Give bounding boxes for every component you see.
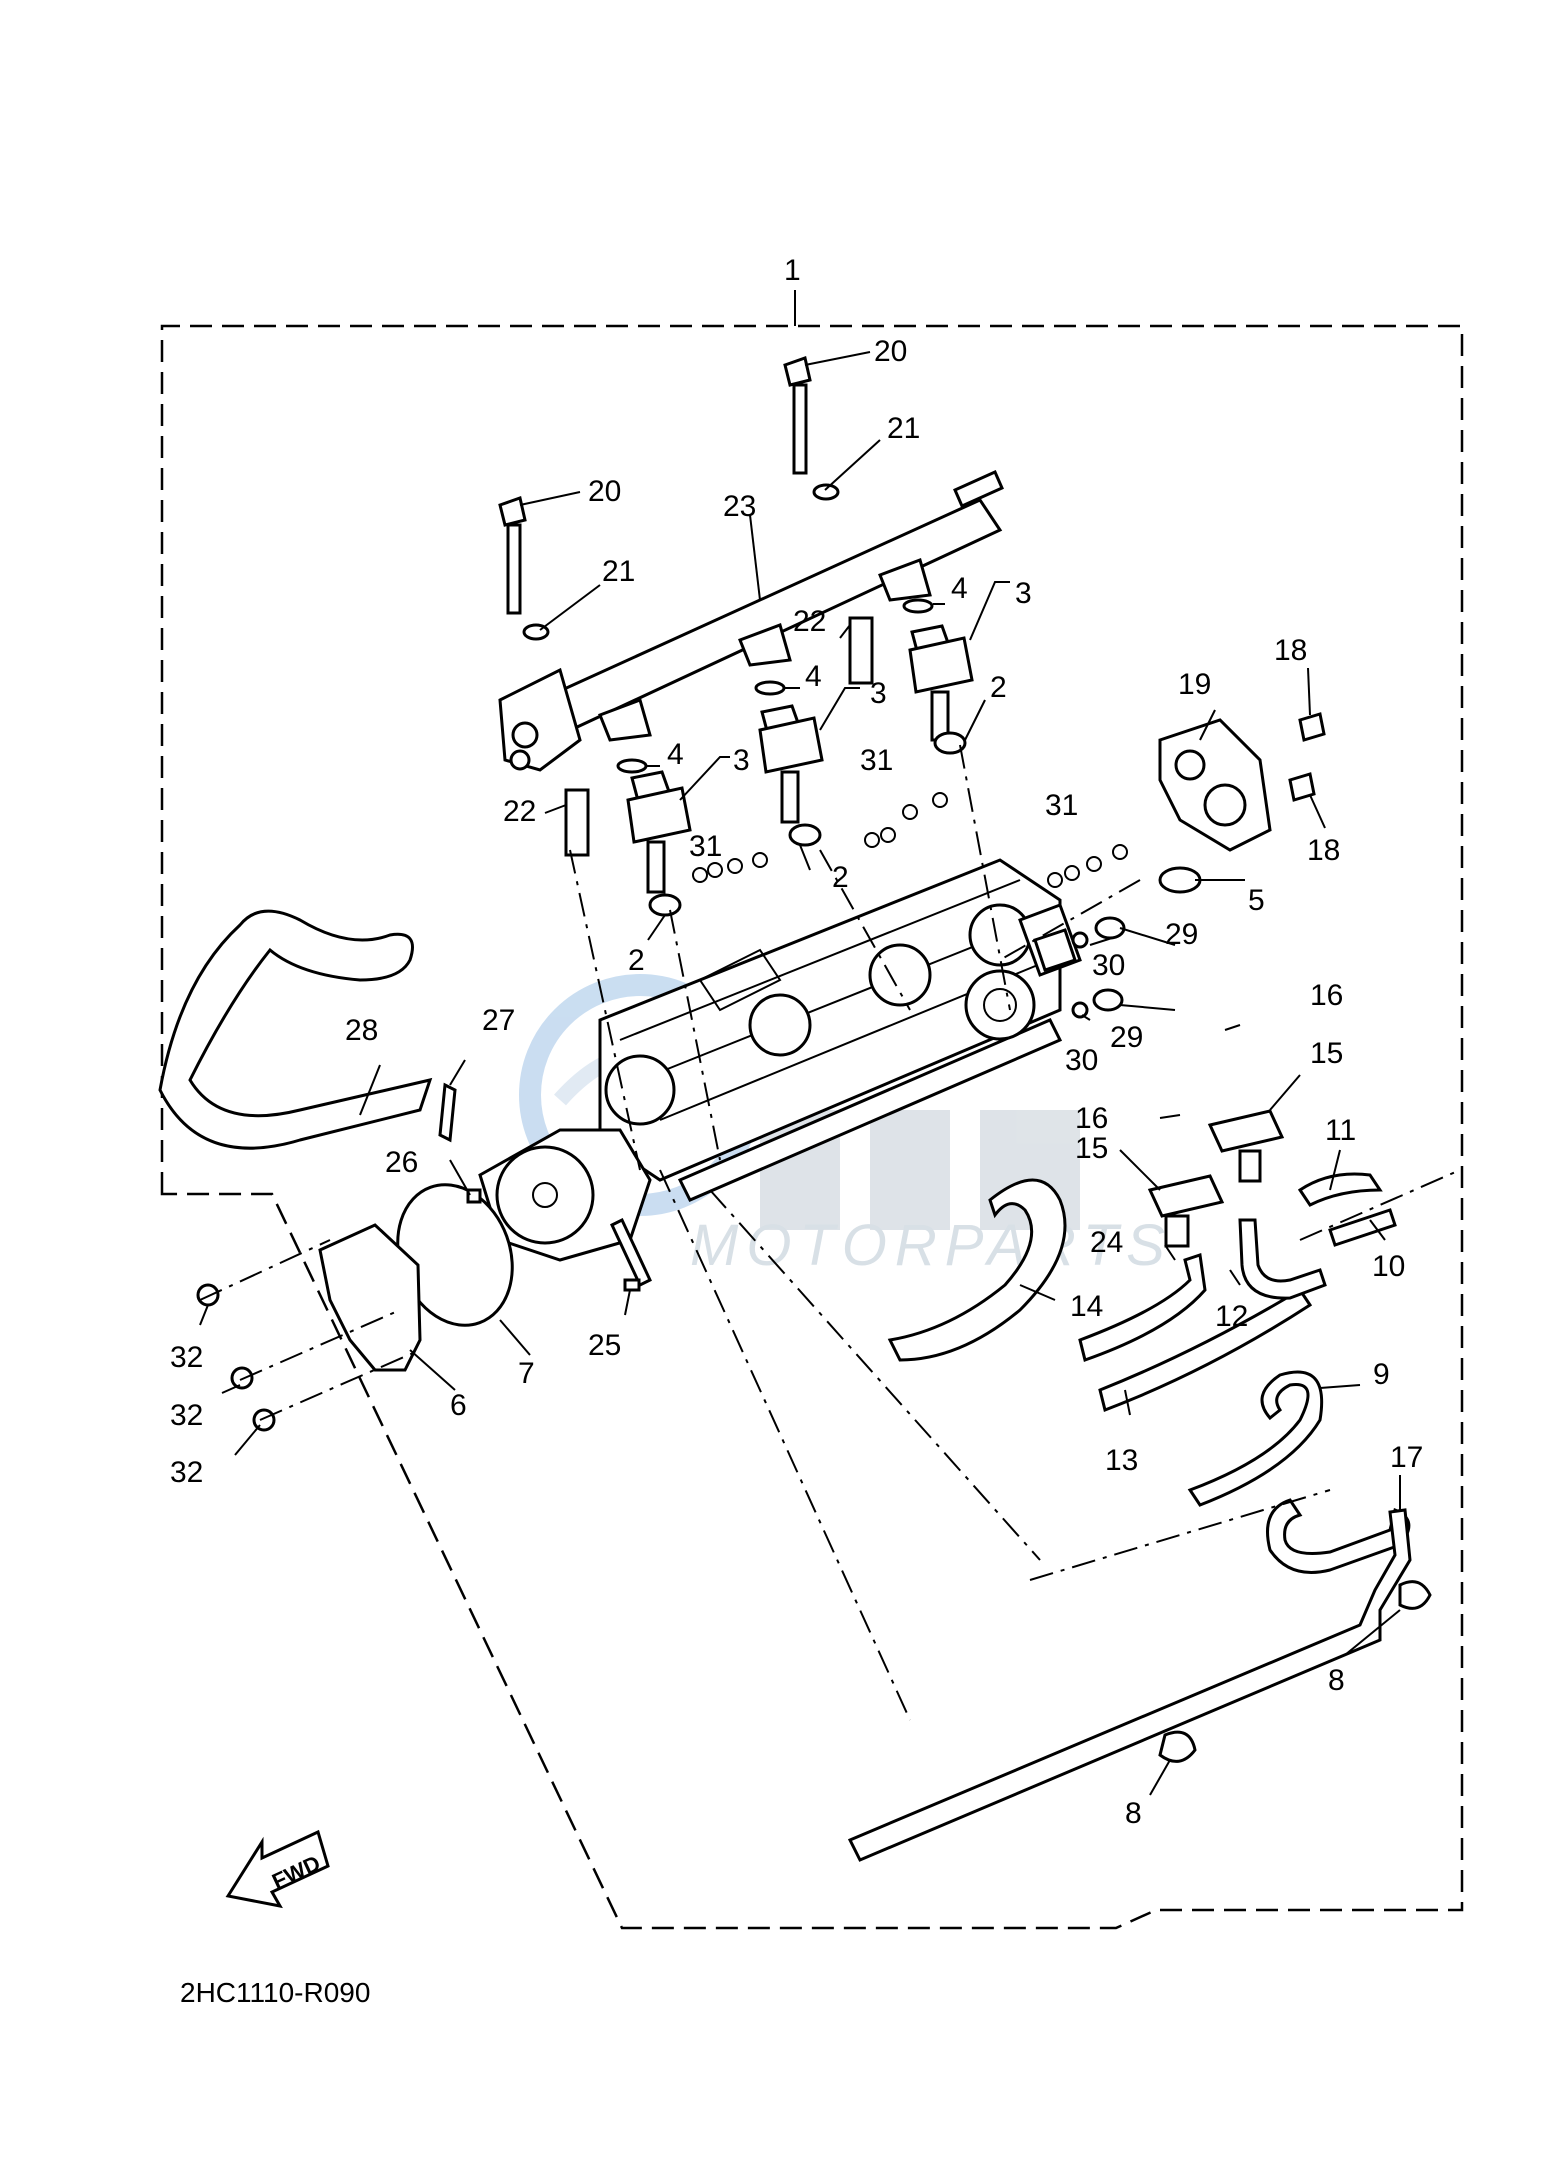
callouts: 1 20 21 20 23 21 4 3 22 18 4 3 19 2 4 3 … bbox=[170, 254, 1423, 1830]
callout-7: 7 bbox=[518, 1357, 535, 1390]
callout-17: 17 bbox=[1390, 1441, 1423, 1474]
reference-lines bbox=[199, 744, 1461, 1721]
hoses bbox=[158, 909, 1412, 1862]
callout-30: 30 bbox=[1092, 949, 1125, 982]
callout-23: 23 bbox=[723, 490, 756, 523]
callout-18: 18 bbox=[1274, 634, 1307, 667]
callout-28: 28 bbox=[345, 1014, 378, 1047]
cover bbox=[318, 1223, 422, 1372]
assembly-boundary bbox=[160, 324, 1464, 1930]
callout-30: 30 bbox=[1065, 1044, 1098, 1077]
callout-25: 25 bbox=[588, 1329, 621, 1362]
leader-lines bbox=[199, 351, 1401, 1796]
callout-10: 10 bbox=[1372, 1250, 1405, 1283]
callout-16: 16 bbox=[1310, 979, 1343, 1012]
callout-4: 4 bbox=[667, 738, 684, 771]
callout-24: 24 bbox=[1090, 1226, 1123, 1259]
callout-4: 4 bbox=[951, 572, 968, 605]
callout-3: 3 bbox=[733, 744, 750, 777]
callout-9: 9 bbox=[1373, 1358, 1390, 1391]
callout-11: 11 bbox=[1325, 1114, 1356, 1147]
callout-32: 32 bbox=[170, 1456, 203, 1489]
callout-15: 15 bbox=[1075, 1132, 1108, 1165]
diagram-code: 2HC1110-R090 bbox=[180, 1977, 370, 2008]
callout-31: 31 bbox=[1045, 789, 1078, 822]
callout-6: 6 bbox=[450, 1389, 467, 1422]
callout-31: 31 bbox=[860, 744, 893, 777]
bolts bbox=[498, 356, 874, 857]
callout-2: 2 bbox=[832, 861, 849, 894]
fuel-rail bbox=[498, 470, 1004, 772]
forward-arrow: FWD bbox=[225, 1829, 330, 1909]
sensors bbox=[1147, 712, 1326, 1248]
callout-3: 3 bbox=[870, 677, 887, 710]
callout-12: 12 bbox=[1215, 1300, 1248, 1333]
callout-13: 13 bbox=[1105, 1444, 1138, 1477]
isc-unit bbox=[478, 1128, 652, 1288]
callout-16: 16 bbox=[1075, 1102, 1108, 1135]
callout-31: 31 bbox=[689, 830, 722, 863]
callout-8: 8 bbox=[1125, 1797, 1142, 1830]
callout-2: 2 bbox=[628, 944, 645, 977]
callout-4: 4 bbox=[805, 660, 822, 693]
callout-27: 27 bbox=[482, 1004, 515, 1037]
callout-8: 8 bbox=[1328, 1664, 1345, 1697]
o-rings bbox=[616, 598, 934, 774]
small-parts bbox=[196, 792, 1432, 1763]
callout-21: 21 bbox=[887, 412, 920, 445]
throttle-body bbox=[598, 858, 1082, 1202]
callout-3: 3 bbox=[1015, 577, 1032, 610]
callout-20: 20 bbox=[874, 335, 907, 368]
callout-15: 15 bbox=[1310, 1037, 1343, 1070]
callout-22: 22 bbox=[793, 605, 826, 638]
callout-32: 32 bbox=[170, 1341, 203, 1374]
callout-26: 26 bbox=[385, 1146, 418, 1179]
callout-21: 21 bbox=[602, 555, 635, 588]
callout-18: 18 bbox=[1307, 834, 1340, 867]
callout-20: 20 bbox=[588, 475, 621, 508]
callout-32: 32 bbox=[170, 1399, 203, 1432]
callout-5: 5 bbox=[1248, 884, 1265, 917]
watermark-text: MOTORPARTS bbox=[690, 1213, 1173, 1278]
spacers bbox=[648, 731, 967, 917]
callout-29: 29 bbox=[1165, 918, 1198, 951]
callout-14: 14 bbox=[1070, 1290, 1103, 1323]
injectors bbox=[626, 624, 974, 894]
callout-19: 19 bbox=[1178, 668, 1211, 701]
callout-22: 22 bbox=[503, 795, 536, 828]
callout-1: 1 bbox=[784, 254, 801, 287]
callout-2: 2 bbox=[990, 671, 1007, 704]
callout-29: 29 bbox=[1110, 1021, 1143, 1054]
